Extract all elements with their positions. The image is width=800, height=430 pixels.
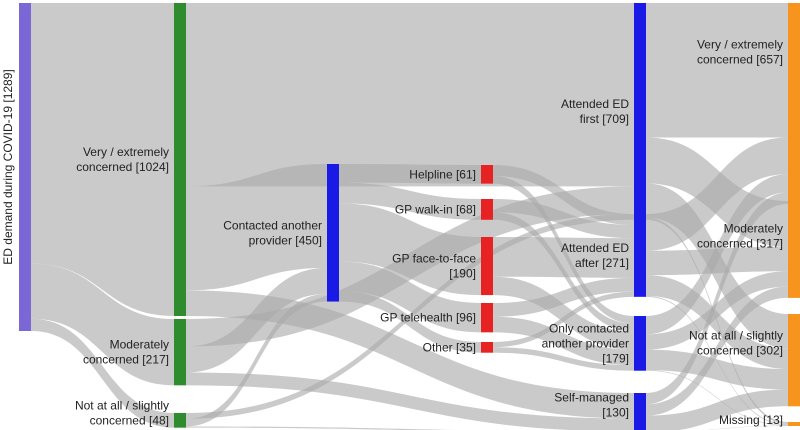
label-f_miss: Missing [13] — [719, 413, 783, 427]
link-contacted-p_help — [339, 164, 481, 184]
node-f_mod — [788, 201, 800, 298]
link-c_mod-o_self — [186, 372, 634, 430]
link-p_other-o_only — [493, 347, 634, 371]
link-o_after-f_not — [646, 275, 788, 370]
link-o_only-f_mod — [646, 271, 788, 350]
node-o_first — [634, 3, 646, 220]
link-contacted-p_walk — [339, 182, 481, 220]
link-o_only-f_miss — [646, 370, 788, 426]
link-p_f2f-o_only — [493, 276, 634, 350]
link-c_mod-contacted — [186, 267, 327, 373]
label-p_tele: GP telehealth [96] — [380, 311, 476, 325]
node-p_help — [481, 165, 493, 184]
label-root: ED demand during COVID-19 [1289] — [1, 69, 15, 264]
link-p_walk-o_after — [493, 199, 634, 239]
node-f_not — [788, 314, 800, 407]
link-c_very-contacted — [186, 164, 327, 291]
label-p_f2f: GP face-to-face[190] — [392, 252, 476, 281]
link-p_tele-o_after — [493, 277, 634, 317]
node-o_self — [634, 393, 646, 430]
link-o_first-f_very — [646, 3, 788, 138]
link-o_only-f_very — [646, 174, 788, 335]
link-o_only-f_not — [646, 349, 788, 390]
node-p_other — [481, 342, 493, 353]
node-layer — [19, 3, 800, 430]
link-contacted-p_other — [339, 290, 481, 353]
link-root-c_very — [31, 3, 174, 316]
node-p_walk — [481, 199, 493, 220]
node-p_tele — [481, 303, 493, 333]
link-root-c_not — [31, 318, 174, 428]
link-p_tele-o_only — [493, 316, 634, 366]
link-o_self-f_mod — [646, 286, 788, 416]
link-p_other-o_after — [493, 291, 634, 348]
node-contacted — [327, 164, 339, 302]
label-p_walk: GP walk-in [68] — [395, 202, 476, 216]
label-o_self: Self-managed[130] — [554, 391, 629, 420]
link-c_not-o_first — [186, 213, 634, 419]
label-layer: ED demand during COVID-19 [1289] Very / e… — [1, 38, 783, 428]
link-contacted-p_f2f — [339, 203, 481, 296]
link-c_not-contacted — [186, 293, 327, 427]
label-p_help: Helpline [61] — [409, 167, 476, 181]
node-c_mod — [174, 319, 186, 386]
link-root-c_mod — [31, 263, 174, 386]
node-root — [19, 3, 31, 331]
link-o_self-f_very — [646, 192, 788, 405]
link-p_help-o_after — [493, 165, 634, 226]
link-layer — [31, 3, 788, 430]
node-c_very — [174, 3, 186, 316]
node-p_f2f — [481, 237, 493, 296]
link-c_not-o_self — [186, 426, 458, 430]
node-o_after — [634, 214, 646, 297]
label-p_other: Other [35] — [423, 340, 476, 354]
link-p_f2f-o_after — [493, 237, 634, 278]
link-contacted-p_tele — [339, 261, 481, 333]
link-o_after-f_very — [646, 137, 788, 251]
node-f_very — [788, 3, 800, 204]
node-c_not — [174, 413, 186, 428]
link-o_self-f_not — [646, 389, 788, 430]
node-o_only — [634, 316, 646, 371]
link-c_very-o_first — [186, 3, 634, 187]
node-f_miss — [788, 422, 800, 426]
